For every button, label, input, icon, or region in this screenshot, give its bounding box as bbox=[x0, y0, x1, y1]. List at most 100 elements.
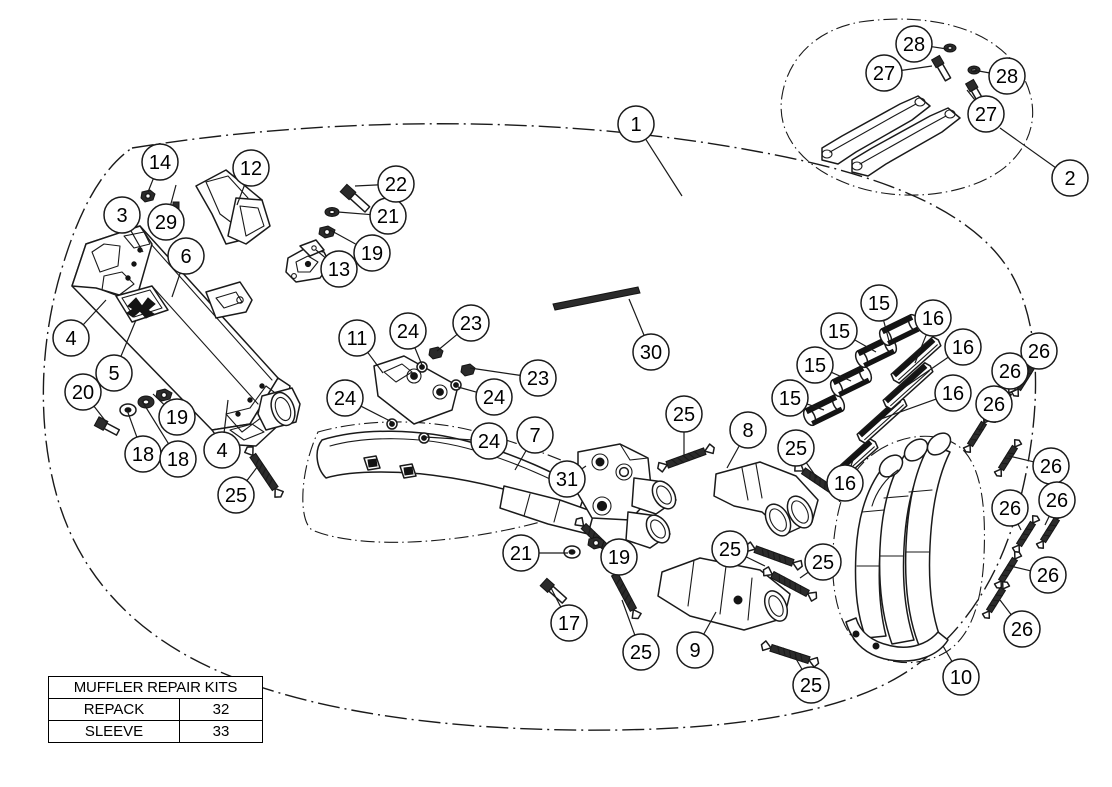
callout-24[interactable]: 24 bbox=[326, 379, 393, 423]
callout-bubble[interactable] bbox=[1029, 556, 1067, 594]
callout-10[interactable]: 10 bbox=[942, 645, 980, 696]
callout-bubble[interactable] bbox=[475, 378, 513, 416]
callout-16[interactable]: 16 bbox=[914, 299, 952, 364]
callout-bubble[interactable] bbox=[796, 346, 834, 384]
callout-bubble[interactable] bbox=[516, 416, 554, 454]
callout-20[interactable]: 20 bbox=[64, 373, 108, 424]
callout-bubble[interactable] bbox=[988, 57, 1026, 95]
callout-17[interactable]: 17 bbox=[550, 587, 588, 642]
callout-25[interactable]: 25 bbox=[711, 530, 766, 568]
callout-18[interactable]: 18 bbox=[141, 400, 197, 478]
callout-26[interactable]: 26 bbox=[991, 489, 1029, 531]
callout-4[interactable]: 4 bbox=[52, 299, 107, 357]
callout-1[interactable]: 1 bbox=[617, 105, 683, 197]
callout-22[interactable]: 22 bbox=[354, 165, 415, 203]
callout-25[interactable]: 25 bbox=[217, 465, 259, 514]
callout-24[interactable]: 24 bbox=[424, 422, 508, 460]
callout-15[interactable]: 15 bbox=[771, 379, 825, 417]
callout-bubble[interactable] bbox=[141, 143, 179, 181]
callout-bubble[interactable] bbox=[203, 431, 241, 469]
callout-23[interactable]: 23 bbox=[436, 304, 490, 352]
callout-9[interactable]: 9 bbox=[676, 611, 717, 669]
callout-bubble[interactable] bbox=[991, 489, 1029, 527]
callout-bubble[interactable] bbox=[942, 658, 980, 696]
callout-bubble[interactable] bbox=[991, 352, 1029, 390]
callout-bubble[interactable] bbox=[548, 460, 586, 498]
callout-bubble[interactable] bbox=[389, 312, 427, 350]
callout-27[interactable]: 27 bbox=[966, 89, 1005, 133]
callout-bubble[interactable] bbox=[1038, 481, 1076, 519]
callout-bubble[interactable] bbox=[622, 633, 660, 671]
callout-29[interactable]: 29 bbox=[147, 184, 185, 241]
callout-25[interactable]: 25 bbox=[665, 395, 703, 455]
callout-bubble[interactable] bbox=[820, 312, 858, 350]
callout-bubble[interactable] bbox=[353, 234, 391, 272]
callout-31[interactable]: 31 bbox=[548, 460, 587, 498]
callout-bubble[interactable] bbox=[550, 604, 588, 642]
callout-bubble[interactable] bbox=[777, 429, 815, 467]
callout-bubble[interactable] bbox=[826, 464, 864, 502]
callout-bubble[interactable] bbox=[804, 543, 842, 581]
callout-bubble[interactable] bbox=[64, 373, 102, 411]
callout-28[interactable]: 28 bbox=[895, 25, 948, 63]
callout-25[interactable]: 25 bbox=[777, 429, 818, 479]
callout-8[interactable]: 8 bbox=[726, 411, 767, 469]
callout-bubble[interactable] bbox=[860, 284, 898, 322]
callout-27[interactable]: 27 bbox=[865, 54, 933, 92]
callout-bubble[interactable] bbox=[895, 25, 933, 63]
callout-26[interactable]: 26 bbox=[1020, 332, 1058, 382]
callout-bubble[interactable] bbox=[729, 411, 767, 449]
callout-bubble[interactable] bbox=[519, 359, 557, 397]
callout-15[interactable]: 15 bbox=[860, 284, 898, 342]
callout-bubble[interactable] bbox=[600, 538, 638, 576]
callout-bubble[interactable] bbox=[338, 319, 376, 357]
callout-15[interactable]: 15 bbox=[820, 312, 877, 353]
callout-25[interactable]: 25 bbox=[621, 599, 660, 671]
callout-24[interactable]: 24 bbox=[457, 378, 513, 416]
callout-bubble[interactable] bbox=[377, 165, 415, 203]
callout-19[interactable]: 19 bbox=[595, 538, 638, 576]
callout-16[interactable]: 16 bbox=[904, 328, 982, 388]
callout-bubble[interactable] bbox=[934, 374, 972, 412]
callout-26[interactable]: 26 bbox=[1038, 481, 1076, 526]
callout-11[interactable]: 11 bbox=[338, 319, 384, 374]
callout-bubble[interactable] bbox=[95, 354, 133, 392]
callout-bubble[interactable] bbox=[1051, 159, 1089, 197]
callout-26[interactable]: 26 bbox=[975, 385, 1013, 433]
callout-21[interactable]: 21 bbox=[337, 197, 407, 235]
callout-bubble[interactable] bbox=[617, 105, 655, 143]
callout-bubble[interactable] bbox=[665, 395, 703, 433]
callout-bubble[interactable] bbox=[771, 379, 809, 417]
callout-bubble[interactable] bbox=[632, 333, 670, 371]
callout-19[interactable]: 19 bbox=[152, 393, 196, 436]
callout-bubble[interactable] bbox=[158, 398, 196, 436]
callout-23[interactable]: 23 bbox=[469, 359, 557, 397]
callout-26[interactable]: 26 bbox=[999, 599, 1041, 648]
callout-25[interactable]: 25 bbox=[792, 656, 830, 704]
callout-bubble[interactable] bbox=[1020, 332, 1058, 370]
callout-bubble[interactable] bbox=[52, 319, 90, 357]
callout-13[interactable]: 13 bbox=[315, 249, 358, 288]
callout-bubble[interactable] bbox=[470, 422, 508, 460]
callout-bubble[interactable] bbox=[452, 304, 490, 342]
callout-21[interactable]: 21 bbox=[502, 534, 568, 572]
callout-16[interactable]: 16 bbox=[826, 459, 864, 502]
callout-16[interactable]: 16 bbox=[877, 374, 972, 421]
callout-bubble[interactable] bbox=[676, 631, 714, 669]
callout-25[interactable]: 25 bbox=[799, 543, 842, 581]
callout-18[interactable]: 18 bbox=[124, 409, 162, 473]
callout-bubble[interactable] bbox=[967, 95, 1005, 133]
callout-bubble[interactable] bbox=[147, 203, 185, 241]
callout-bubble[interactable] bbox=[159, 440, 197, 478]
callout-3[interactable]: 3 bbox=[103, 196, 144, 253]
callout-bubble[interactable] bbox=[502, 534, 540, 572]
callout-2[interactable]: 2 bbox=[999, 127, 1089, 197]
callout-bubble[interactable] bbox=[1003, 610, 1041, 648]
callout-bubble[interactable] bbox=[103, 196, 141, 234]
callout-26[interactable]: 26 bbox=[991, 352, 1029, 404]
callout-7[interactable]: 7 bbox=[514, 416, 554, 471]
callout-26[interactable]: 26 bbox=[1009, 556, 1067, 594]
callout-26[interactable]: 26 bbox=[1008, 447, 1070, 485]
callout-bubble[interactable] bbox=[232, 149, 270, 187]
callout-bubble[interactable] bbox=[914, 299, 952, 337]
